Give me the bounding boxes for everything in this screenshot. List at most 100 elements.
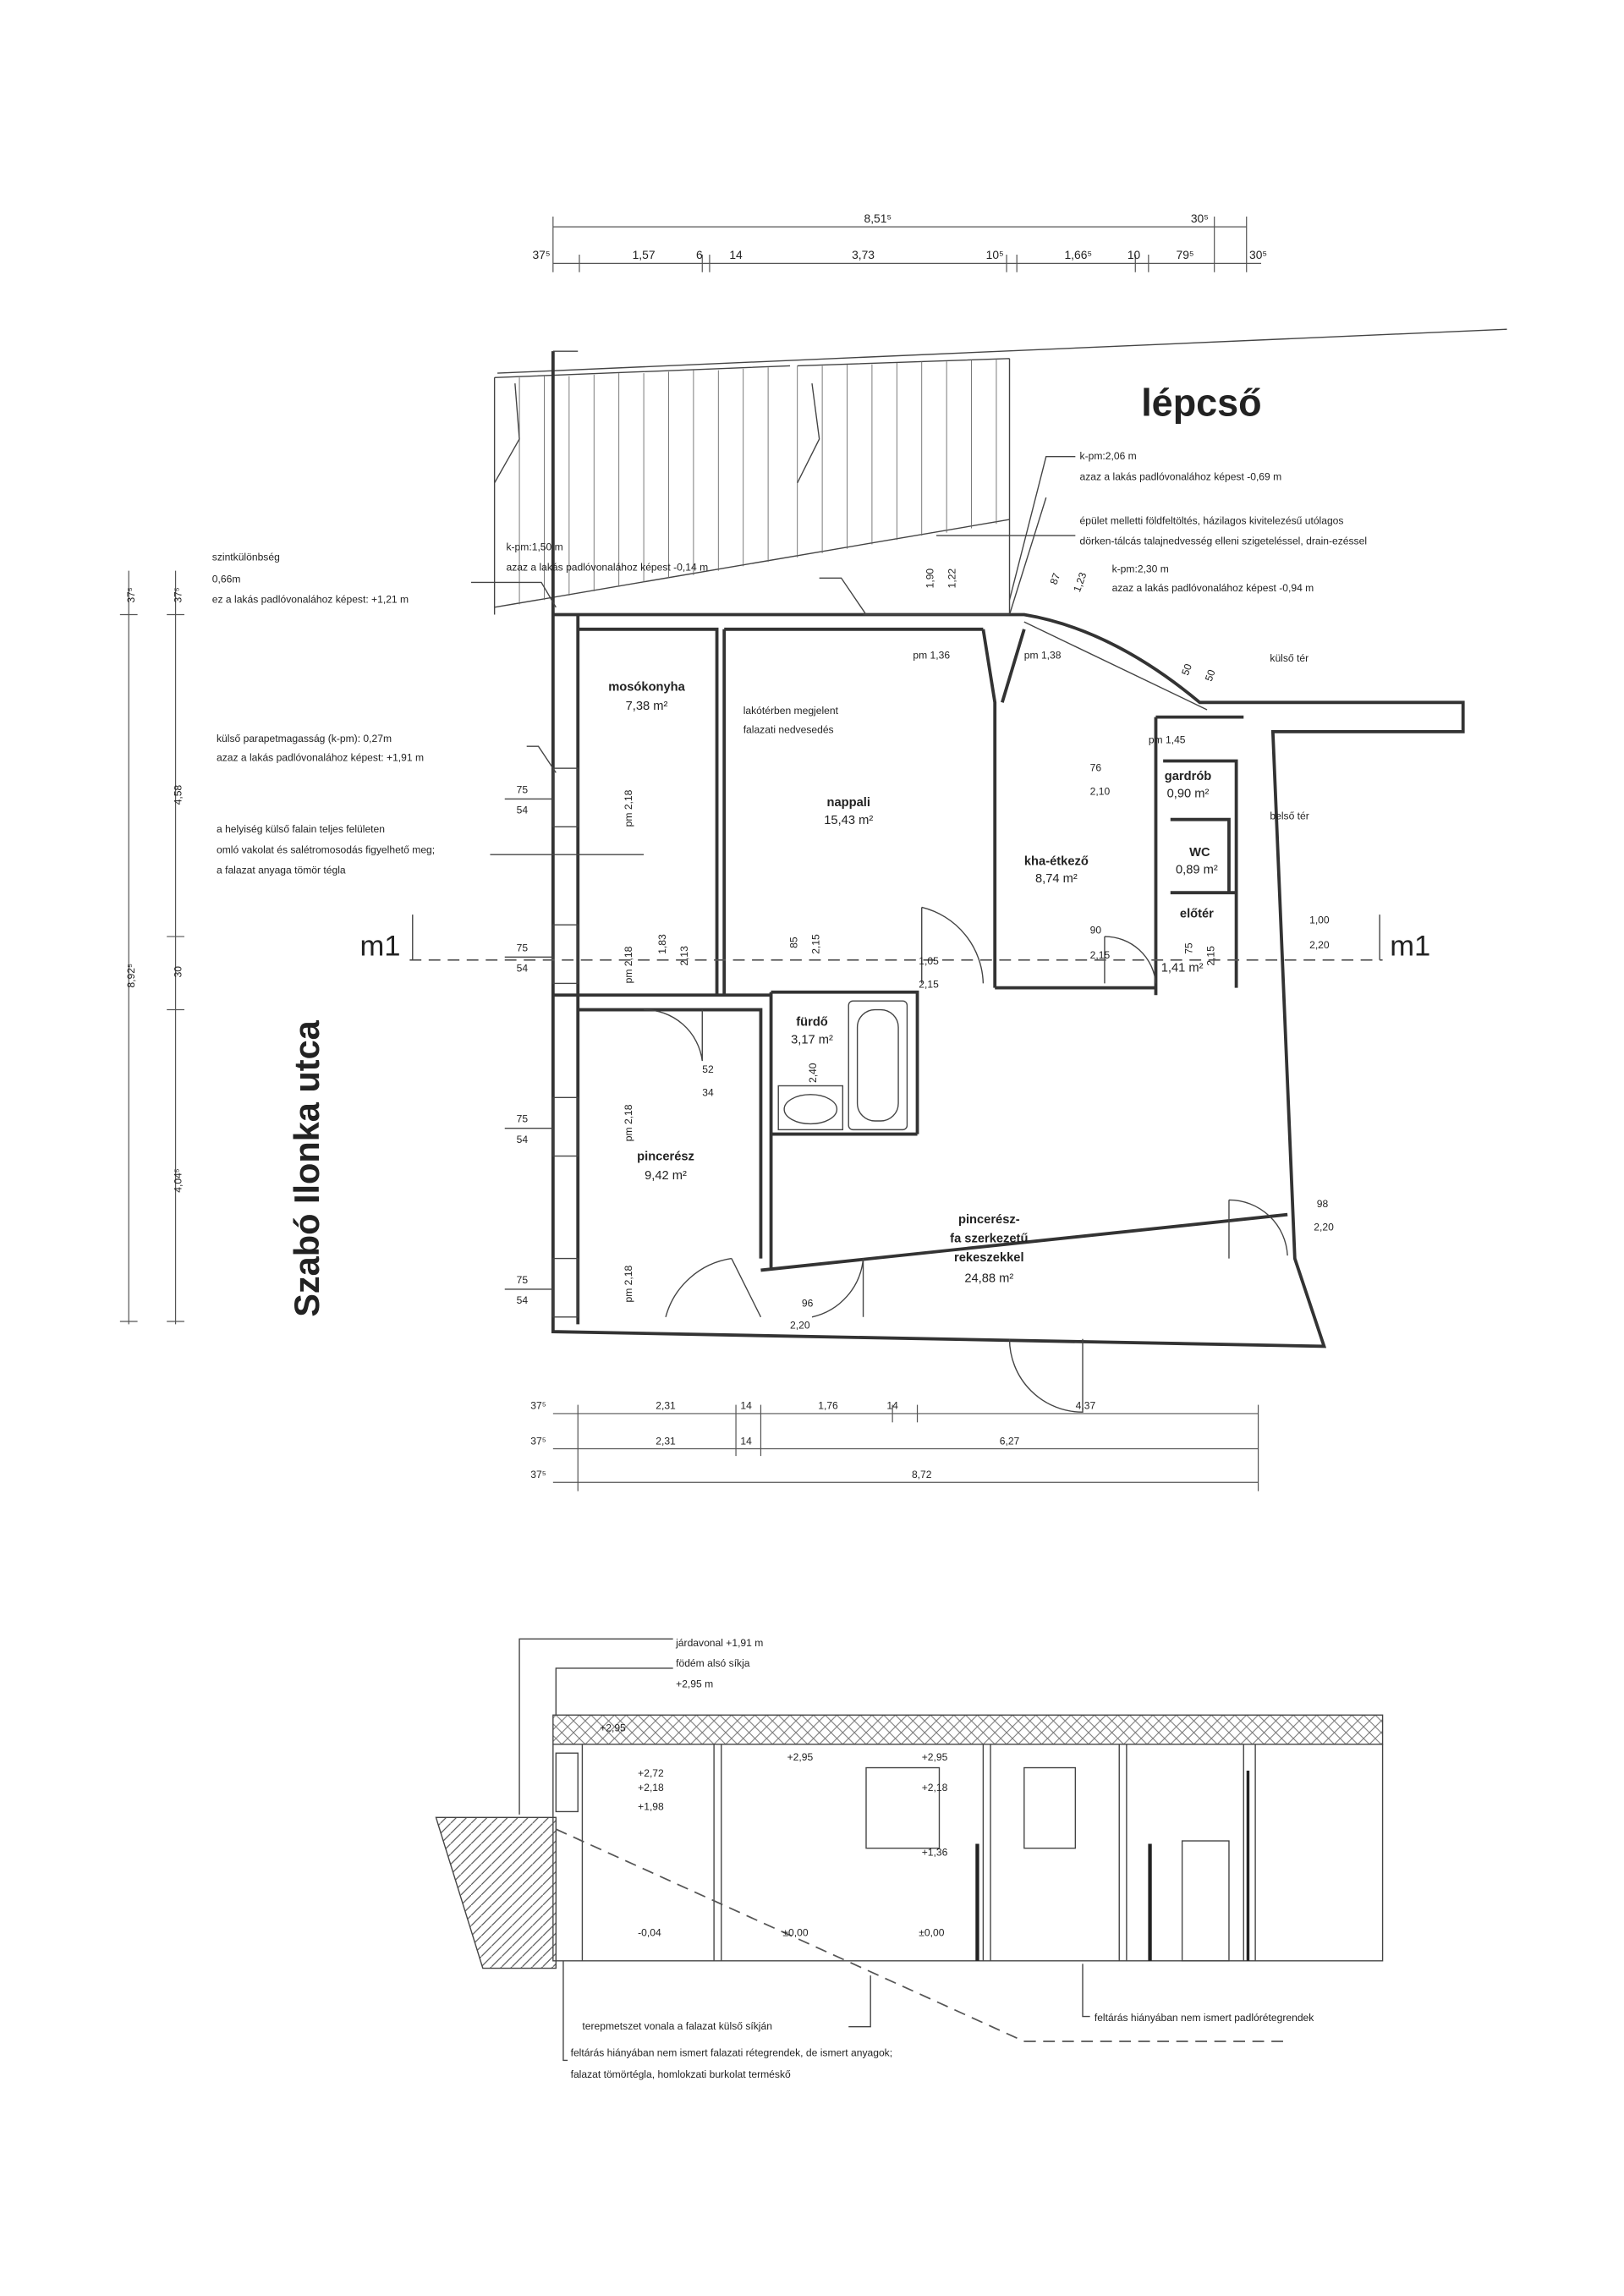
room-name: kha-étkező xyxy=(1024,854,1089,868)
dim-label: 54 xyxy=(517,805,529,816)
note: ez a lakás padlóvonalához képest: +1,21 … xyxy=(212,594,409,606)
room-name: pincerész- xyxy=(958,1213,1020,1227)
note: lakótérben megjelent xyxy=(743,705,839,717)
dim-label: 8,51⁵ xyxy=(864,211,892,225)
level-marker: +2,72 xyxy=(638,1767,664,1779)
note: k-pm:2,06 m xyxy=(1080,450,1137,462)
dim-label: 75 xyxy=(517,942,529,953)
dim-label: 14 xyxy=(729,248,743,261)
section-marker-left: m1 xyxy=(360,931,401,963)
dim-label: 37⁵ xyxy=(530,1435,546,1447)
dim-label: 4,04⁵ xyxy=(172,1168,184,1193)
dim-label: 90 xyxy=(1090,925,1102,937)
dim-label: 30⁵ xyxy=(1191,211,1209,225)
street-label: Szabó Ilonka utca xyxy=(287,1019,326,1316)
room-name: WC xyxy=(1189,846,1210,860)
dim-label: 30 xyxy=(172,966,184,978)
dim-label: pm 2,18 xyxy=(623,1266,634,1303)
note: falazat tömörtégla, homlokzati burkolat … xyxy=(571,2068,791,2080)
dim-label: 2,15 xyxy=(1205,946,1217,966)
dim-label: 10 xyxy=(1127,248,1141,261)
note: épület melletti földfeltöltés, házilagos… xyxy=(1080,514,1344,526)
dim-label: 87 xyxy=(1048,571,1063,586)
floor-plan: m1 m1 xyxy=(360,350,1465,1413)
room-area: 8,74 m² xyxy=(1035,872,1078,886)
dim-label: 30⁵ xyxy=(1249,248,1267,261)
level-marker: +1,36 xyxy=(922,1846,948,1858)
dim-label: 8,92⁵ xyxy=(125,964,137,988)
note: azaz a lakás padlóvonalához képest -0,14… xyxy=(506,562,708,574)
dim-label: 37⁵ xyxy=(125,587,137,602)
dim-label: 1,57 xyxy=(633,248,656,261)
room-name: mosókonyha xyxy=(608,680,685,694)
dim-label: 2,15 xyxy=(919,979,939,991)
note: a falazat anyaga tömör tégla xyxy=(217,865,346,876)
dim-label: 14 xyxy=(740,1435,752,1447)
dim-label: 54 xyxy=(517,1294,529,1306)
note: belső tér xyxy=(1270,810,1309,822)
note: feltárás hiányában nem ismert falazati r… xyxy=(571,2046,892,2058)
dim-label: 2,10 xyxy=(1090,785,1111,797)
dim-label: 52 xyxy=(702,1063,714,1075)
dim-label: 75 xyxy=(517,1113,529,1125)
note: azaz a lakás padlóvonalához képest: +1,9… xyxy=(217,751,424,763)
level-marker: +2,95 xyxy=(600,1722,626,1733)
dim-label: 1,66⁵ xyxy=(1064,248,1092,261)
note: k-pm:1,50 m xyxy=(506,541,562,552)
room-area: 0,90 m² xyxy=(1167,788,1210,801)
dim-label: 1,76 xyxy=(818,1400,838,1412)
dim-label: 96 xyxy=(802,1298,814,1310)
room-name: pincerész xyxy=(637,1151,694,1164)
dim-label: 2,20 xyxy=(1314,1222,1334,1233)
room-area: 9,42 m² xyxy=(645,1169,687,1183)
dim-label: 37⁵ xyxy=(530,1400,546,1412)
room-area: 24,88 m² xyxy=(964,1272,1013,1285)
stair-label: lépcső xyxy=(1141,381,1261,424)
dim-label: 1,00 xyxy=(1309,914,1330,926)
note: födém alsó síkja xyxy=(676,1657,750,1669)
dim-label: 37⁵ xyxy=(172,587,184,602)
dim-label: 10⁵ xyxy=(986,248,1004,261)
dim-label: 85 xyxy=(788,937,800,948)
dim-label: 98 xyxy=(1317,1198,1329,1210)
dim-label: 2,31 xyxy=(656,1435,676,1447)
note: azaz a lakás padlóvonalához képest -0,69… xyxy=(1080,470,1282,482)
dim-label: 2,20 xyxy=(1309,939,1330,951)
level-marker: ±0,00 xyxy=(919,1926,944,1938)
room-name: gardrób xyxy=(1165,770,1212,783)
dim-label: 79⁵ xyxy=(1177,248,1194,261)
note: terepmetszet vonala a falazat külső síkj… xyxy=(582,2020,772,2032)
level-marker: -0,04 xyxy=(638,1926,661,1938)
dim-label: 2,15 xyxy=(1090,949,1111,961)
dim-label: 2,13 xyxy=(678,946,690,966)
room-area: 15,43 m² xyxy=(824,814,873,827)
dim-label: 37⁵ xyxy=(532,248,550,261)
dim-label: 2,31 xyxy=(656,1400,676,1412)
dim-label: 75 xyxy=(517,784,529,796)
dim-label: pm 2,18 xyxy=(623,789,634,827)
small-dimensions: pm 1,36 pm 1,38 pm 1,45 1,90 1,22 87 1,2… xyxy=(504,569,1334,1332)
note: k-pm:2,30 m xyxy=(1112,563,1169,574)
room-area: 0,89 m² xyxy=(1176,864,1218,877)
dim-label: 75 xyxy=(1183,942,1195,954)
note: dörken-tálcás talajnedvesség elleni szig… xyxy=(1080,535,1367,547)
dim-label: 54 xyxy=(517,963,529,975)
window-dims: 75 54 75 54 75 54 75 54 pm 2,18 pm 2,18 … xyxy=(504,784,634,1306)
dim-label: 6,27 xyxy=(1000,1435,1020,1447)
dim-label: 76 xyxy=(1090,762,1102,774)
dim-label: 50 xyxy=(1179,662,1194,678)
dim-label: 1,05 xyxy=(919,955,939,967)
dim-label: 54 xyxy=(517,1134,529,1145)
section-m1: járdavonal +1,91 m födém alsó síkja +2,9… xyxy=(435,1637,1384,2080)
dim-label: 1,23 xyxy=(1071,570,1089,593)
dim-label: 1,83 xyxy=(656,934,668,954)
note: külső tér xyxy=(1270,652,1309,664)
section-marker-right: m1 xyxy=(1390,931,1430,963)
dim-label: 2,15 xyxy=(810,934,822,954)
note: külső parapetmagasság (k-pm): 0,27m xyxy=(217,733,392,744)
dim-label: pm 1,45 xyxy=(1149,734,1186,746)
note: azaz a lakás padlóvonalához képest -0,94… xyxy=(1112,582,1314,594)
dim-label: pm 2,18 xyxy=(623,946,634,983)
dim-label: 1,90 xyxy=(924,569,936,589)
dim-label: 34 xyxy=(702,1087,714,1099)
